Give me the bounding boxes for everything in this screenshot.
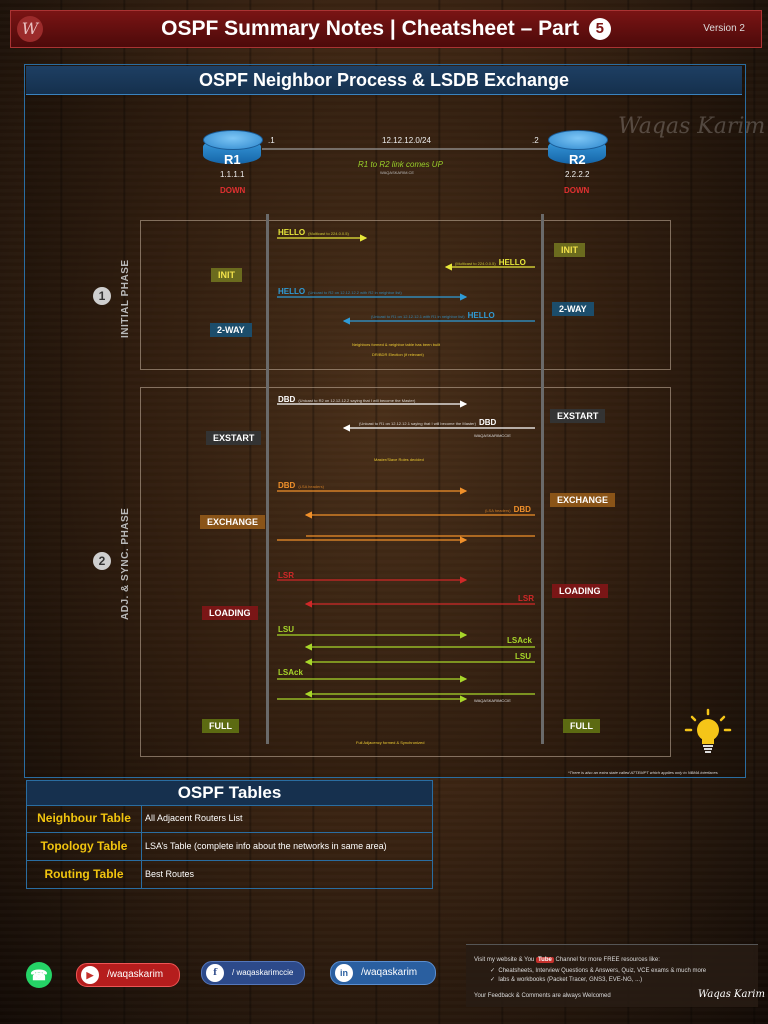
r2-router-id: 2.2.2.2 — [565, 170, 590, 179]
whatsapp-icon[interactable]: ☎ — [26, 962, 52, 988]
link-up-note: R1 to R2 link comes UP — [358, 160, 443, 169]
msg-hello2: (Multicast to 224.0.0.5)HELLO — [455, 258, 526, 267]
msg-lsu1: LSU — [278, 625, 294, 634]
r2-state-exchange: EXCHANGE — [550, 493, 616, 507]
watermark-small-2: WAQASKARIMCCIE — [474, 698, 511, 703]
page-title-text: OSPF Summary Notes | Cheatsheet – Part — [161, 17, 579, 40]
youtube-link[interactable]: ▶ /waqaskarim — [76, 963, 180, 987]
facebook-icon: f — [206, 964, 224, 982]
table-row: Topology Table LSA’s Table (complete inf… — [26, 833, 433, 861]
msg-dbd4: (LSA headers)DBD — [485, 505, 531, 514]
r1-state-full: FULL — [202, 719, 239, 733]
part-number-badge: 5 — [588, 18, 611, 40]
r2-state-full: FULL — [563, 719, 600, 733]
table-row: Routing Table Best Routes — [26, 861, 433, 889]
r1-state-exstart: EXSTART — [206, 431, 262, 445]
msg-hello4: (Unicast to R1 on 12.12.12.1 with R1 in … — [371, 311, 495, 320]
r2-state-exstart: EXSTART — [550, 409, 606, 423]
tables-title: OSPF Tables — [26, 780, 433, 806]
lightbulb-icon — [684, 708, 732, 753]
youtube-chip: Tube — [535, 957, 554, 963]
msg-dbd1: DBD(Unicast to R2 on 12.12.12.2 saying t… — [278, 395, 416, 404]
r2-timeline — [541, 214, 544, 744]
note-neighbors-formed: Neighbors formed & neighbor table has be… — [352, 342, 441, 347]
footer-bullet1: ✓ Cheatsheets, Interview Questions & Ans… — [490, 968, 707, 974]
note-full-adjacency: Full Adjacency formed & Synchronized — [356, 740, 425, 745]
note-attempt-state: *There is also an extra state called ATT… — [568, 770, 718, 775]
facebook-link[interactable]: f / waqaskarimccie — [201, 961, 305, 985]
table-key: Routing Table — [27, 861, 142, 888]
watermark-small-1: WAQASKARIMCCIE — [474, 433, 511, 438]
msg-lsack2: LSAck — [278, 668, 303, 677]
r1-state-init: INIT — [211, 268, 242, 282]
msg-lsack1: LSAck — [507, 636, 532, 645]
router-r1-icon — [203, 130, 263, 166]
r2-name: R2 — [569, 152, 586, 167]
footer-line1: Visit my website & You Tube Channel for … — [474, 957, 660, 963]
r1-state-down: DOWN — [220, 186, 246, 195]
footer-bullet2: ✓ labs & workbooks (Packet Tracer, GNS3,… — [490, 977, 643, 983]
footer-feedback: Your Feedback & Comments are always Welc… — [474, 993, 611, 999]
header-bar: W OSPF Summary Notes | Cheatsheet – Part… — [10, 10, 762, 48]
section-title: OSPF Neighbor Process & LSDB Exchange — [26, 66, 742, 95]
table-value: All Adjacent Routers List — [145, 813, 243, 823]
r1-state-exchange: EXCHANGE — [200, 515, 266, 529]
footer-box: Visit my website & You Tube Channel for … — [466, 944, 765, 1007]
note-master-slave: Master/Slave Roles decided — [374, 457, 424, 462]
diagram-frame — [24, 64, 746, 778]
table-value: Best Routes — [145, 869, 195, 879]
table-key: Topology Table — [27, 833, 142, 860]
initial-phase-box — [140, 220, 671, 370]
msg-lsu2: LSU — [515, 652, 531, 661]
phase1-number: 1 — [93, 287, 111, 305]
msg-dbd2: (Unicast to R1 on 12.12.12.1 saying that… — [359, 418, 497, 427]
msg-lsr1: LSR — [278, 571, 294, 580]
phase1-label: INITIAL PHASE — [120, 259, 131, 338]
r1-interface: .1 — [268, 136, 275, 145]
r1-name: R1 — [224, 152, 241, 167]
msg-hello1: HELLO(Multicast to 224.0.0.5) — [278, 228, 349, 237]
r2-state-down: DOWN — [564, 186, 590, 195]
adj-phase-box — [140, 387, 671, 757]
phase2-number: 2 — [93, 552, 111, 570]
r2-state-init: INIT — [554, 243, 585, 257]
r2-state-loading: LOADING — [552, 584, 608, 598]
table-value: LSA’s Table (complete info about the net… — [145, 841, 387, 851]
router-r2-icon — [548, 130, 608, 166]
link-sub-note: WAQASKARIM.CE — [380, 170, 415, 175]
youtube-icon: ▶ — [81, 966, 99, 984]
table-row: Neighbour Table All Adjacent Routers Lis… — [26, 805, 433, 833]
table-key: Neighbour Table — [27, 805, 142, 832]
network-label: 12.12.12.0/24 — [382, 136, 431, 145]
version-label: Version 2 — [703, 23, 745, 34]
phase2-label: ADJ. & SYNC. PHASE — [120, 507, 131, 620]
r1-router-id: 1.1.1.1 — [220, 170, 245, 179]
r1-timeline — [266, 214, 269, 744]
r2-interface: .2 — [532, 136, 539, 145]
footer-signature: Waqas Karim — [698, 989, 765, 1000]
page-title: OSPF Summary Notes | Cheatsheet – Part 5 — [11, 17, 761, 41]
msg-lsr2: LSR — [518, 594, 534, 603]
linkedin-handle: /waqaskarim — [361, 967, 418, 978]
r1-state-loading: LOADING — [202, 606, 258, 620]
linkedin-link[interactable]: in /waqaskarim — [330, 961, 436, 985]
watermark-signature: Waqas Karim — [618, 114, 766, 139]
r2-state-2way: 2-WAY — [552, 302, 594, 316]
msg-dbd3: DBD(LSA headers) — [278, 481, 324, 490]
msg-hello3: HELLO(Unicast to R2 on 12.12.12.2 with R… — [278, 287, 402, 296]
linkedin-icon: in — [335, 964, 353, 982]
r1-state-2way: 2-WAY — [210, 323, 252, 337]
facebook-handle: / waqaskarimccie — [232, 968, 294, 977]
logo[interactable]: W — [17, 16, 43, 42]
note-dr-election: DR/BDR Election (if relevant) — [372, 352, 424, 357]
youtube-handle: /waqaskarim — [107, 969, 164, 980]
